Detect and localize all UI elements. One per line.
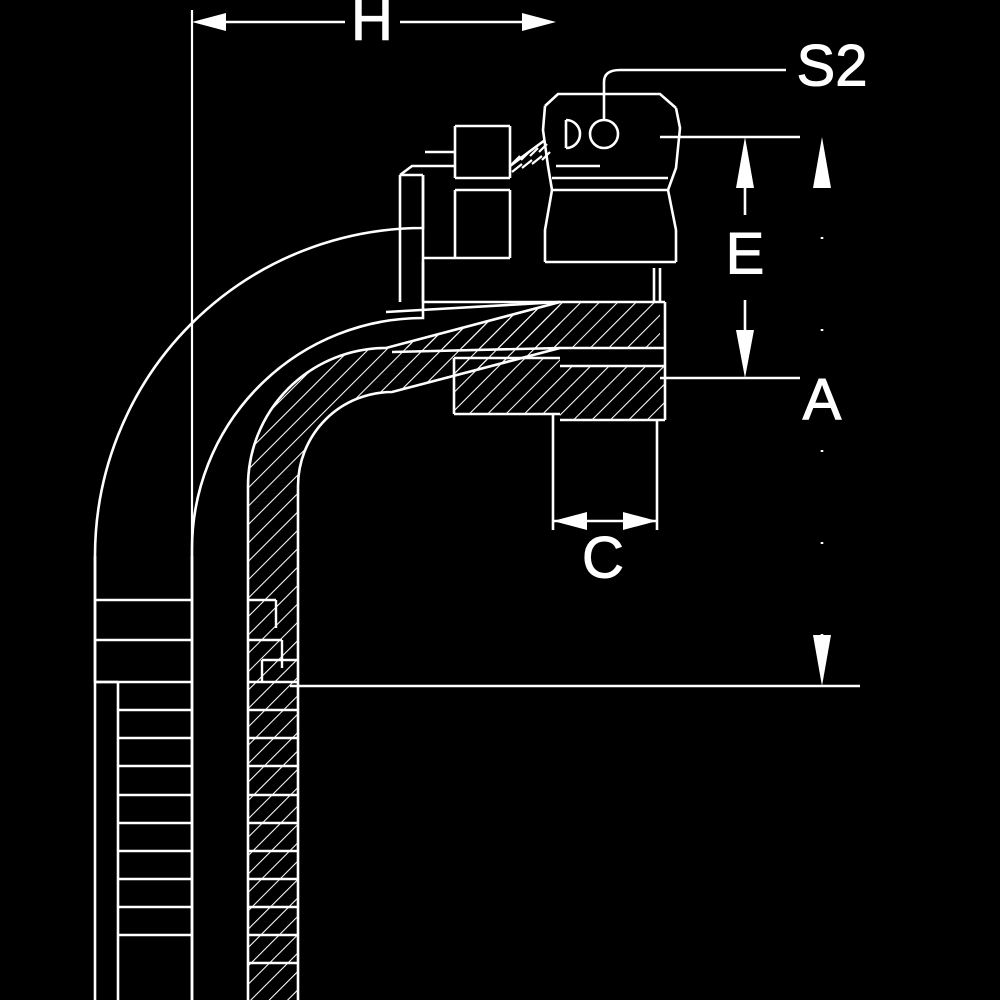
dimension-c-arrow-left [553,512,587,530]
dimension-e-arrow-up [736,137,754,188]
thread-step-detail [398,124,560,304]
body-right-edge [652,268,667,366]
dimension-c: C [551,414,659,591]
dimension-e-arrow-down [736,330,754,378]
barb-wall-serrations [248,598,298,965]
dimension-a: A [290,137,860,688]
ferrule-outer-arc [190,262,425,1000]
dimension-h-arrow-left [192,13,226,31]
lower-stub-hatch-left [454,358,560,414]
lower-stub-hatch-right [560,366,665,420]
elbow-wall-inner-profile [296,346,561,1000]
thread-serration-line [511,143,551,173]
flange-bolt-hole-partial [564,118,582,150]
callout-s2-label: S2 [797,33,868,98]
callout-s2-leader-elbow [602,68,786,83]
dimension-c-arrow-right [623,512,657,530]
dimension-h: H [192,0,556,53]
hose-barb-outline [93,598,192,1000]
dimension-h-label: H [351,0,393,52]
flange-head-outline [541,92,682,264]
dimension-a-label: A [803,367,842,432]
dimension-e-label: E [726,221,765,286]
dimension-c-label: C [582,525,624,590]
callout-s2: S2 [602,33,868,120]
dimension-a-arrow-top [813,137,831,188]
flange-bolt-hole-full [588,118,620,150]
part-geometry [93,10,682,1000]
dimension-a-arrow-bottom [813,635,831,686]
dimension-h-arrow-right [522,13,556,31]
dimension-e: E [660,135,800,380]
